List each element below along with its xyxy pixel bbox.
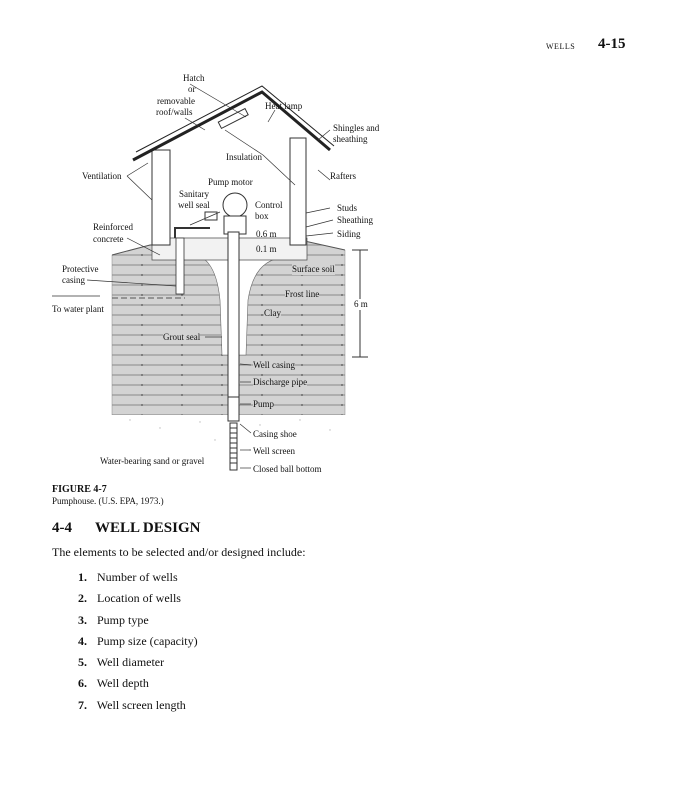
left-wall [151,149,171,246]
well-casing [227,231,240,403]
label-casing: casing [62,275,85,285]
sand-gravel-layer [112,415,345,470]
label-surface-soil: Surface soil [292,264,335,275]
list-text: Location of wells [97,591,181,606]
label-sheathing-roof: sheathing [333,134,368,144]
list-number: 3. [78,612,87,627]
label-sanitary: Sanitary [179,189,209,199]
label-insulation: Insulation [226,152,262,162]
label-pump: Pump [253,399,275,410]
list-text: Well diameter [96,655,165,670]
label-studs: Studs [337,203,358,213]
list-item: 5. Well diameter [78,652,198,673]
label-well-seal: well seal [178,200,210,210]
label-rafters: Rafters [330,171,356,181]
label-hatch: Hatch [183,73,205,84]
list-item: 6. Well depth [78,673,198,694]
list-number: 7. [78,697,87,712]
label-sheathing: Sheathing [337,215,373,225]
pump-body [227,396,240,422]
list-item: 2. Location of wells [78,588,198,609]
label-box: box [255,211,269,221]
label-hatch-removable: removable [157,96,195,106]
label-well-casing: Well casing [253,360,296,371]
section-number: 4-4 [52,520,72,536]
label-dim-0-6: 0.6 m [256,229,277,239]
figure-caption-title: FIGURE 4-7 [52,484,107,495]
roof [132,90,331,162]
well-screen [229,422,238,471]
label-hatch-or: or [188,84,196,94]
design-elements-list: 1. Number of wells 2. Location of wells … [78,567,198,716]
label-to-water-plant: To water plant [52,304,104,314]
list-number: 1. [78,570,87,584]
running-header-section: WELLS [546,42,576,51]
label-frost-line: Frost line [285,289,320,300]
list-item: 3. Pump type [78,610,198,631]
label-concrete: concrete [93,234,124,244]
list-number: 2. [78,591,87,606]
label-ventilation: Ventilation [82,171,122,181]
label-grout-seal: Grout seal [163,332,201,343]
label-heat-lamp: Heat lamp [265,101,303,111]
right-wall [289,137,307,246]
label-pump-motor: Pump motor [208,177,253,187]
pumphouse-diagram [52,83,368,471]
label-casing-shoe: Casing shoe [253,429,297,439]
label-shingles: Shingles and [333,123,380,133]
list-number: 4. [78,633,87,648]
figure-caption-text: Pumphouse. (U.S. EPA, 1973.) [52,496,164,506]
list-text: Pump type [97,612,149,627]
list-item: 1. Number of wells [78,567,198,588]
intro-paragraph: The elements to be selected and/or desig… [52,545,306,559]
label-clay: Clay [264,308,281,319]
label-sand-gravel: Water-bearing sand or gravel [100,456,205,466]
label-siding: Siding [337,229,361,239]
section-title: WELL DESIGN [95,520,201,536]
label-6m: 6 m [354,299,368,310]
label-closed-ball-bottom: Closed ball bottom [253,464,322,474]
list-number: 6. [78,676,87,691]
protective-casing [175,237,185,295]
list-number: 5. [78,655,87,670]
pump-motor [222,192,248,218]
list-text: Number of wells [97,570,178,584]
label-dim-0-1: 0.1 m [256,244,277,254]
label-discharge-pipe: Discharge pipe [253,377,308,388]
list-item: 4. Pump size (capacity) [78,631,198,652]
label-protective: Protective [62,264,99,274]
label-control: Control [255,200,283,210]
list-text: Well screen length [96,697,186,712]
label-hatch-line: Hatch [183,73,205,83]
list-text: Well depth [96,676,149,691]
label-reinforced: Reinforced [93,222,133,232]
label-well-screen: Well screen [253,446,296,456]
list-item: 7. Well screen length [78,695,198,716]
page-number: 4-15 [598,36,626,52]
list-text: Pump size (capacity) [97,633,198,648]
label-hatch-roofwalls: roof/walls [156,107,193,117]
